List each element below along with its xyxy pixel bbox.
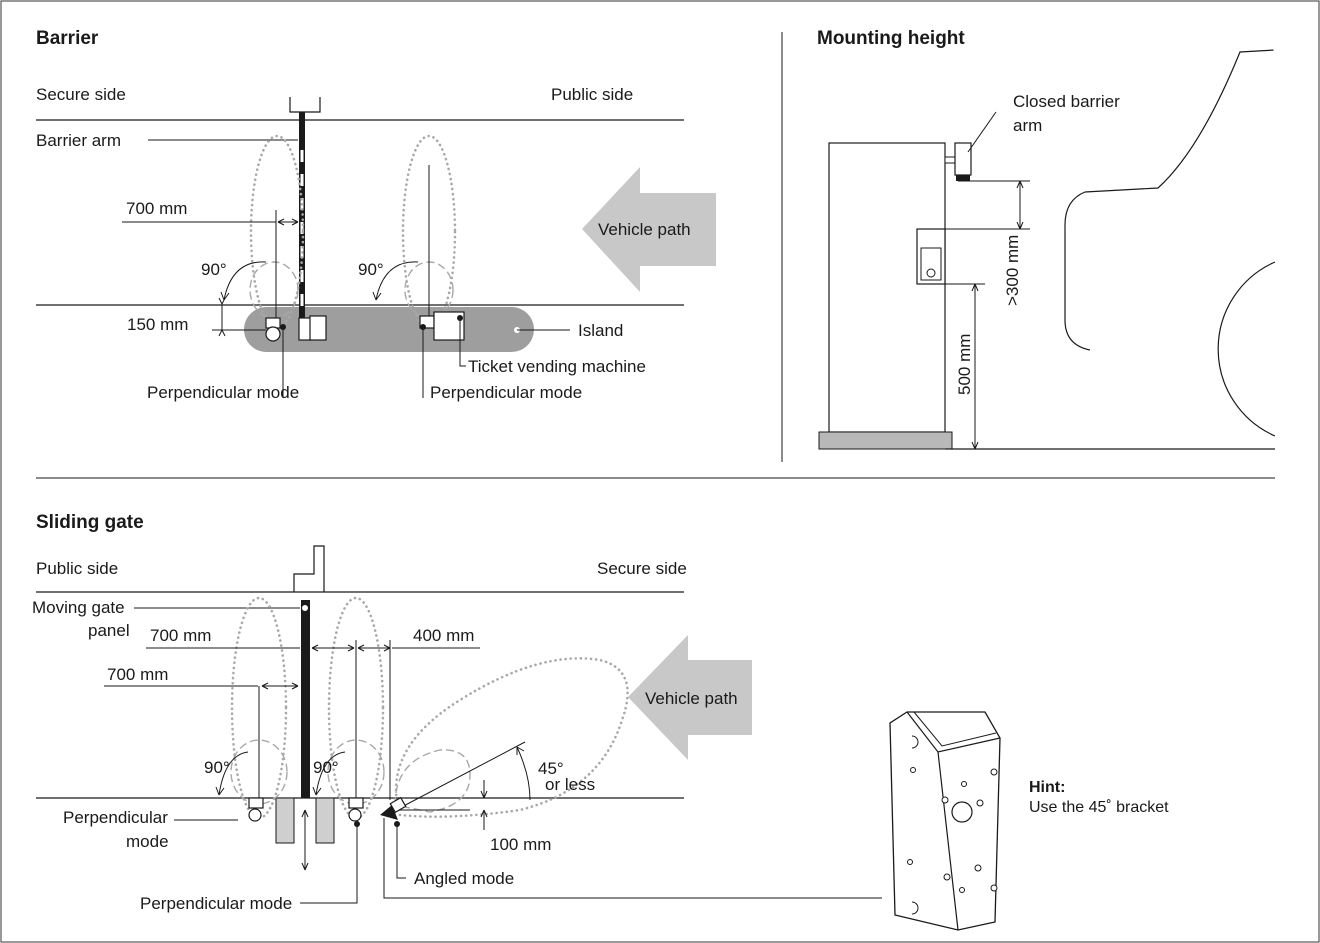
perp-mode-right-label: Perpendicular mode <box>430 383 582 402</box>
barrier-150-label: 150 mm <box>127 315 188 334</box>
closed-arm-label-2: arm <box>1013 116 1042 135</box>
barrier-vehicle-path-label: Vehicle path <box>598 220 691 239</box>
ticket-machine-label: Ticket vending machine <box>468 357 646 376</box>
sliding-700-left-label: 700 mm <box>107 665 168 684</box>
sliding-gate-section: Sliding gate Public side Secure side Mov… <box>32 512 882 913</box>
dim-500-arrows <box>971 283 979 450</box>
left-90-label: 90° <box>201 260 227 279</box>
barrier-700-arrows <box>277 218 299 226</box>
island-label: Island <box>578 321 623 340</box>
hint-title: Hint: <box>1029 779 1065 796</box>
gate-block-left <box>275 797 295 844</box>
sliding-secure-side-label: Secure side <box>597 559 687 578</box>
dim-100-label: 100 mm <box>490 835 551 854</box>
moving-gate-label-1: Moving gate <box>32 598 125 617</box>
hint-body: Use the 45˚ bracket <box>1029 799 1169 816</box>
sliding-left-zone-short <box>230 739 288 805</box>
car-outline <box>1064 49 1276 351</box>
moving-gate-panel <box>301 600 310 798</box>
dim-500-label: 500 mm <box>955 334 974 395</box>
sliding-perp-bottom-label: Perpendicular mode <box>140 894 292 913</box>
right-detection-zone-long <box>401 134 457 330</box>
angle-45-label: 45° <box>538 759 564 778</box>
bracket-45-illustration <box>889 711 1001 931</box>
sliding-vehicle-path-label: Vehicle path <box>645 689 738 708</box>
angled-zone-short <box>394 749 471 813</box>
barrier-post-bracket <box>289 97 321 113</box>
mounting-section: Mounting height Closed barrier arm >300 … <box>817 28 1277 450</box>
left-90-arc <box>223 261 267 301</box>
barrier-title: Barrier <box>36 28 99 49</box>
barrier-cabinet <box>309 315 327 341</box>
mounting-title: Mounting height <box>817 28 965 49</box>
left-sensor-body <box>265 326 281 342</box>
angle-45-or-less: or less <box>545 775 595 794</box>
barrier-150-arrows <box>218 297 226 337</box>
gate-post <box>293 545 325 592</box>
angled-axis <box>395 741 526 811</box>
barrier-public-side-label: Public side <box>551 85 633 104</box>
right-90-label: 90° <box>358 260 384 279</box>
barrier-arm-marker <box>299 137 305 143</box>
dim-300-arrows <box>1016 180 1024 230</box>
sliding-mid-zone-short <box>327 739 385 805</box>
sliding-perp-left-label-1: Perpendicular <box>63 808 168 827</box>
closed-arm-end <box>954 142 972 176</box>
sliding-public-side-label: Public side <box>36 559 118 578</box>
angled-mode-label: Angled mode <box>414 869 514 888</box>
dim-300-label: >300 mm <box>1003 235 1022 306</box>
sliding-700-top-label: 700 mm <box>150 626 211 645</box>
sliding-400-label: 400 mm <box>413 626 474 645</box>
ticket-machine-box <box>433 311 465 341</box>
barrier-arm-label: Barrier arm <box>36 131 121 150</box>
sliding-90-left-label: 90° <box>204 758 230 777</box>
barrier-base-box <box>298 317 312 341</box>
barrier-pillar <box>828 142 946 433</box>
ticket-machine-leader <box>459 318 466 367</box>
pillar-base <box>818 431 953 450</box>
sliding-title: Sliding gate <box>36 512 144 533</box>
angled-zone-long <box>394 657 629 818</box>
barrier-700-label: 700 mm <box>126 199 187 218</box>
barrier-section: Barrier Secure side Public side Barrier … <box>36 28 716 402</box>
left-detection-zone-long <box>249 134 305 330</box>
moving-gate-label-2: panel <box>88 621 130 640</box>
car-wheel <box>1217 261 1276 437</box>
sliding-vehicle-path-arrow <box>628 635 752 760</box>
closed-arm-label-1: Closed barrier <box>1013 92 1120 111</box>
gate-block-right <box>315 797 335 844</box>
gate-slide-arrow <box>301 809 309 871</box>
barrier-secure-side-label: Secure side <box>36 85 126 104</box>
right-90-arc <box>375 261 419 301</box>
perp-mode-left-label: Perpendicular mode <box>147 383 299 402</box>
sliding-perp-left-label-2: mode <box>126 832 169 851</box>
closed-arm-leader <box>967 111 997 153</box>
sliding-90-right-label: 90° <box>313 758 339 777</box>
bracket-connector-line <box>383 818 882 899</box>
barrier-vehicle-path-arrow <box>582 167 716 292</box>
